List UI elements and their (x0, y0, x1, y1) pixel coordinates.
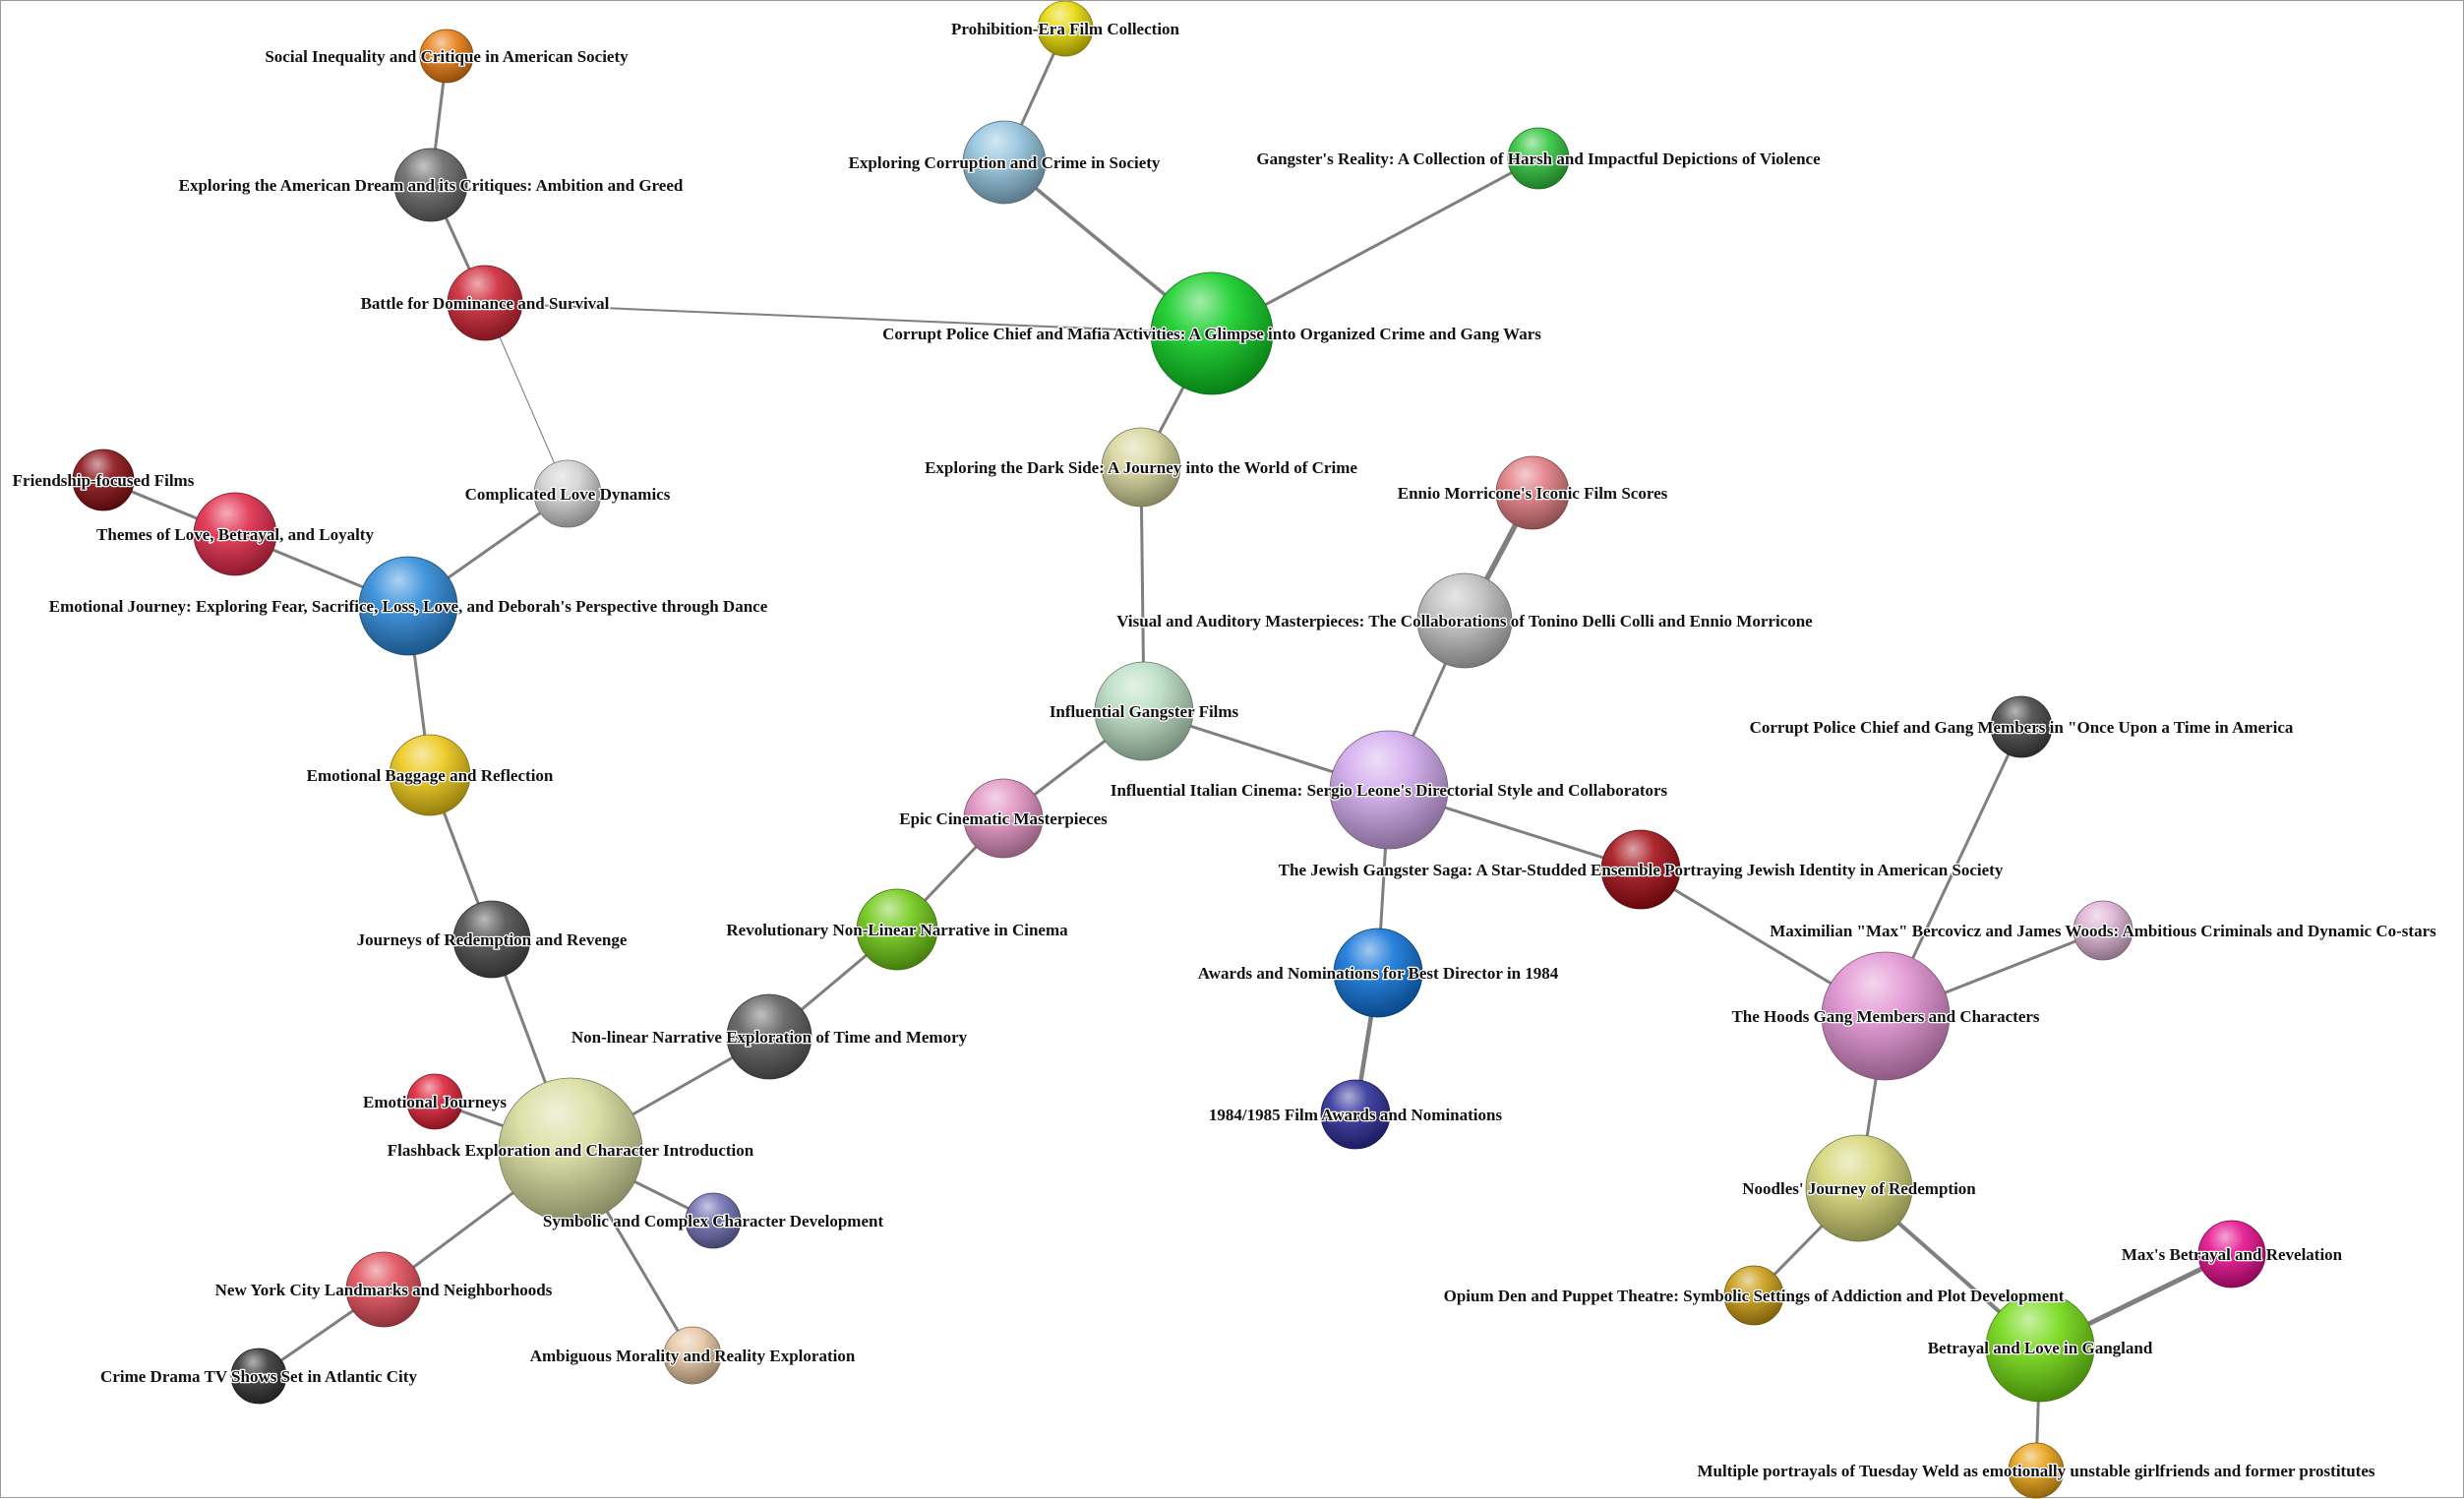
node-n35[interactable] (1985, 1292, 2095, 1403)
node-n36[interactable] (663, 1326, 722, 1385)
node-n31[interactable] (685, 1192, 742, 1249)
node-n25[interactable] (1821, 951, 1951, 1081)
node-n24[interactable] (1333, 928, 1423, 1018)
node-n3[interactable] (962, 120, 1047, 205)
node-n28[interactable] (1320, 1079, 1391, 1150)
node-label-n18: Influential Italian Cinema: Sergio Leone… (1111, 781, 1668, 800)
node-n11[interactable] (1495, 455, 1570, 530)
node-label-n14: Visual and Auditory Masterpieces: The Co… (1116, 612, 1813, 630)
node-label-n16: Corrupt Police Chief and Gang Members in… (1750, 718, 2294, 737)
node-n4[interactable] (1507, 127, 1570, 190)
node-label-n17: Emotional Baggage and Reflection (307, 766, 554, 785)
node-label-n37: Crime Drama TV Shows Set in Atlantic Cit… (100, 1367, 417, 1386)
node-n21[interactable] (2073, 900, 2133, 961)
node-n1[interactable] (1037, 1, 1094, 57)
node-n8[interactable] (1101, 427, 1181, 508)
node-label-n22: Revolutionary Non-Linear Narrative in Ci… (726, 921, 1068, 939)
node-label-n7: Corrupt Police Chief and Mafia Activitie… (882, 325, 1541, 343)
node-label-n28: 1984/1985 Film Awards and Nominations (1209, 1106, 1503, 1124)
node-n27[interactable] (406, 1073, 463, 1130)
node-label-n31: Symbolic and Complex Character Developme… (543, 1212, 884, 1230)
node-n12[interactable] (193, 492, 277, 576)
node-label-n1: Prohibition-Era Film Collection (951, 20, 1180, 38)
node-label-n34: Opium Den and Puppet Theatre: Symbolic S… (1444, 1287, 2065, 1305)
node-layer (72, 1, 2266, 1499)
node-n14[interactable] (1416, 572, 1513, 669)
node-label-n6: Battle for Dominance and Survival (361, 294, 610, 313)
node-label-n11: Ennio Morricone's Iconic Film Scores (1398, 484, 1668, 503)
node-label-n4: Gangster's Reality: A Collection of Hars… (1256, 150, 1821, 168)
node-label-n13: Emotional Journey: Exploring Fear, Sacri… (49, 597, 768, 616)
node-n29[interactable] (498, 1077, 643, 1223)
node-n37[interactable] (230, 1348, 287, 1405)
node-n17[interactable] (389, 734, 471, 816)
node-n15[interactable] (1094, 661, 1194, 761)
node-label-n29: Flashback Exploration and Character Intr… (388, 1141, 754, 1160)
node-n22[interactable] (856, 888, 938, 971)
node-n2[interactable] (419, 29, 474, 84)
node-n33[interactable] (345, 1251, 422, 1328)
node-label-n30: Noodles' Journey of Redemption (1742, 1179, 1976, 1198)
node-label-n19: Epic Cinematic Masterpieces (899, 809, 1108, 828)
node-label-n24: Awards and Nominations for Best Director… (1198, 964, 1559, 983)
node-n18[interactable] (1329, 730, 1449, 850)
node-n13[interactable] (358, 556, 458, 656)
node-label-n23: Journeys of Redemption and Revenge (357, 930, 628, 949)
node-n32[interactable] (2197, 1220, 2266, 1289)
node-n26[interactable] (726, 993, 812, 1080)
node-n30[interactable] (1805, 1134, 1913, 1242)
node-label-n5: Exploring the American Dream and its Cri… (179, 176, 684, 195)
node-label-n38: Multiple portrayals of Tuesday Weld as e… (1697, 1462, 2374, 1480)
node-label-n33: New York City Landmarks and Neighborhood… (215, 1281, 553, 1299)
node-n19[interactable] (963, 778, 1044, 859)
node-label-n26: Non-linear Narrative Exploration of Time… (571, 1028, 968, 1047)
node-n23[interactable] (452, 900, 531, 979)
node-n7[interactable] (1150, 271, 1274, 395)
node-label-n2: Social Inequality and Critique in Americ… (265, 47, 629, 66)
node-label-n25: The Hoods Gang Members and Characters (1731, 1007, 2039, 1026)
node-label-n20: The Jewish Gangster Saga: A Star-Studded… (1279, 861, 2004, 879)
node-label-n27: Emotional Journeys (363, 1093, 507, 1111)
node-label-n3: Exploring Corruption and Crime in Societ… (849, 153, 1161, 172)
node-label-n10: Complicated Love Dynamics (465, 485, 671, 504)
node-label-n15: Influential Gangster Films (1050, 702, 1239, 721)
node-label-n36: Ambiguous Morality and Reality Explorati… (530, 1347, 856, 1365)
node-n34[interactable] (1723, 1265, 1784, 1326)
node-label-n8: Exploring the Dark Side: A Journey into … (925, 458, 1357, 477)
node-label-n9: Friendship-focused Films (13, 471, 195, 490)
node-label-n12: Themes of Love, Betrayal, and Loyalty (96, 525, 374, 544)
edge-n6-n7 (484, 302, 1213, 334)
node-label-n21: Maximilian "Max" Bercovicz and James Woo… (1770, 922, 2436, 940)
node-n6[interactable] (447, 265, 523, 341)
node-n10[interactable] (533, 459, 602, 528)
node-label-n32: Max's Betrayal and Revelation (2122, 1245, 2343, 1264)
node-n20[interactable] (1600, 829, 1681, 910)
node-label-n35: Betrayal and Love in Gangland (1928, 1339, 2153, 1357)
node-n5[interactable] (393, 148, 468, 222)
edge-n4-n7 (1211, 156, 1539, 335)
node-n16[interactable] (1990, 695, 2053, 758)
node-n9[interactable] (72, 449, 135, 511)
